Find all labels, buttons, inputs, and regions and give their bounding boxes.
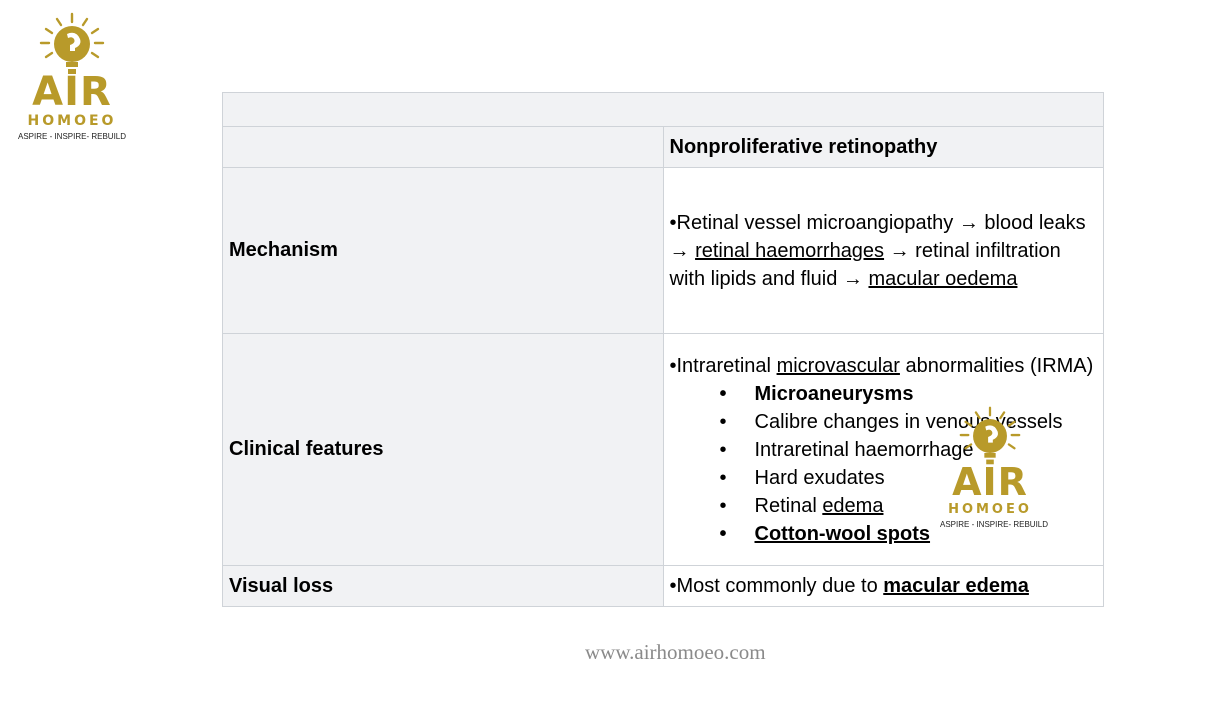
list-item-calibre-changes: Calibre changes in venous vessels bbox=[720, 408, 1098, 436]
mechanism-text: •Retinal vessel microangiopathy → blood … bbox=[670, 209, 1098, 293]
clinical-features-cell: •Intraretinal microvascular abnormalitie… bbox=[662, 333, 1104, 566]
microvascular-text: microvascular bbox=[776, 354, 900, 377]
irma-intro-post: abnormalities (IRMA) bbox=[899, 354, 1094, 377]
list-item-cotton-wool-spots: Cotton-wool spots bbox=[720, 520, 1098, 548]
visual-loss-pre: •Most commonly due to bbox=[669, 574, 884, 597]
edema-text: edema bbox=[822, 494, 884, 517]
row-label-mechanism: Mechanism bbox=[222, 167, 664, 334]
lightbulb-head-icon bbox=[959, 406, 1021, 465]
website-url: www.airhomoeo.com bbox=[585, 640, 766, 664]
row-label-visual-loss: Visual loss bbox=[222, 565, 664, 607]
retinopathy-table: Nonproliferative retinopathy Mechanism •… bbox=[222, 92, 1104, 607]
table-header-row: Nonproliferative retinopathy bbox=[222, 126, 1104, 168]
irma-intro: •Intraretinal microvascular abnormalitie… bbox=[670, 352, 1098, 380]
table-row-clinical-features: Clinical features •Intraretinal microvas… bbox=[222, 333, 1104, 566]
lightbulb-head-icon bbox=[39, 12, 105, 74]
mechanism-text-2: → retinal infiltration with lipids and f… bbox=[669, 239, 1061, 290]
logo-tagline: ASPIRE - INSPIRE- REBUILD bbox=[18, 132, 127, 141]
retinal-haemorrhages-link-text: retinal haemorrhages bbox=[695, 239, 885, 262]
air-homoeo-watermark-logo: AIR HOMOEO ASPIRE - INSPIRE- REBUILD bbox=[940, 405, 1049, 529]
macular-edema-text: macular edema bbox=[883, 574, 1029, 597]
visual-loss-cell: •Most commonly due to macular edema bbox=[662, 565, 1104, 607]
empty-corner-cell bbox=[222, 126, 664, 168]
table-row-mechanism: Mechanism •Retinal vessel microangiopath… bbox=[222, 167, 1104, 334]
mechanism-text-1: •Retinal vessel microangiopathy → blood … bbox=[669, 211, 1086, 262]
logo-sub-text: HOMOEO bbox=[948, 502, 1032, 517]
row-label-clinical-features: Clinical features bbox=[222, 333, 664, 566]
air-homoeo-logo: AIR HOMOEO ASPIRE - INSPIRE- REBUILD bbox=[18, 12, 126, 141]
table-top-blank-row bbox=[222, 92, 1104, 127]
table-row-visual-loss: Visual loss •Most commonly due to macula… bbox=[222, 565, 1104, 607]
retinal-edema-pre: Retinal bbox=[754, 494, 823, 517]
macular-oedema-text: macular oedema bbox=[868, 267, 1018, 290]
list-item-intraretinal-haemorrhage: Intraretinal haemorrhage bbox=[720, 436, 1098, 464]
logo-sub-text: HOMOEO bbox=[27, 113, 117, 129]
logo-tagline: ASPIRE - INSPIRE- REBUILD bbox=[940, 520, 1049, 529]
list-item-retinal-edema: Retinal edema bbox=[720, 492, 1098, 520]
irma-intro-pre: •Intraretinal bbox=[669, 354, 777, 377]
logo-brand-text: AIR bbox=[32, 69, 112, 115]
mechanism-cell: •Retinal vessel microangiopathy → blood … bbox=[662, 167, 1104, 334]
blank-header-cell bbox=[222, 92, 1104, 127]
column-header-nonproliferative: Nonproliferative retinopathy bbox=[662, 126, 1104, 168]
list-item-microaneurysms: Microaneurysms bbox=[720, 380, 1098, 408]
list-item-hard-exudates: Hard exudates bbox=[720, 464, 1098, 492]
logo-brand-text: AIR bbox=[952, 460, 1028, 504]
